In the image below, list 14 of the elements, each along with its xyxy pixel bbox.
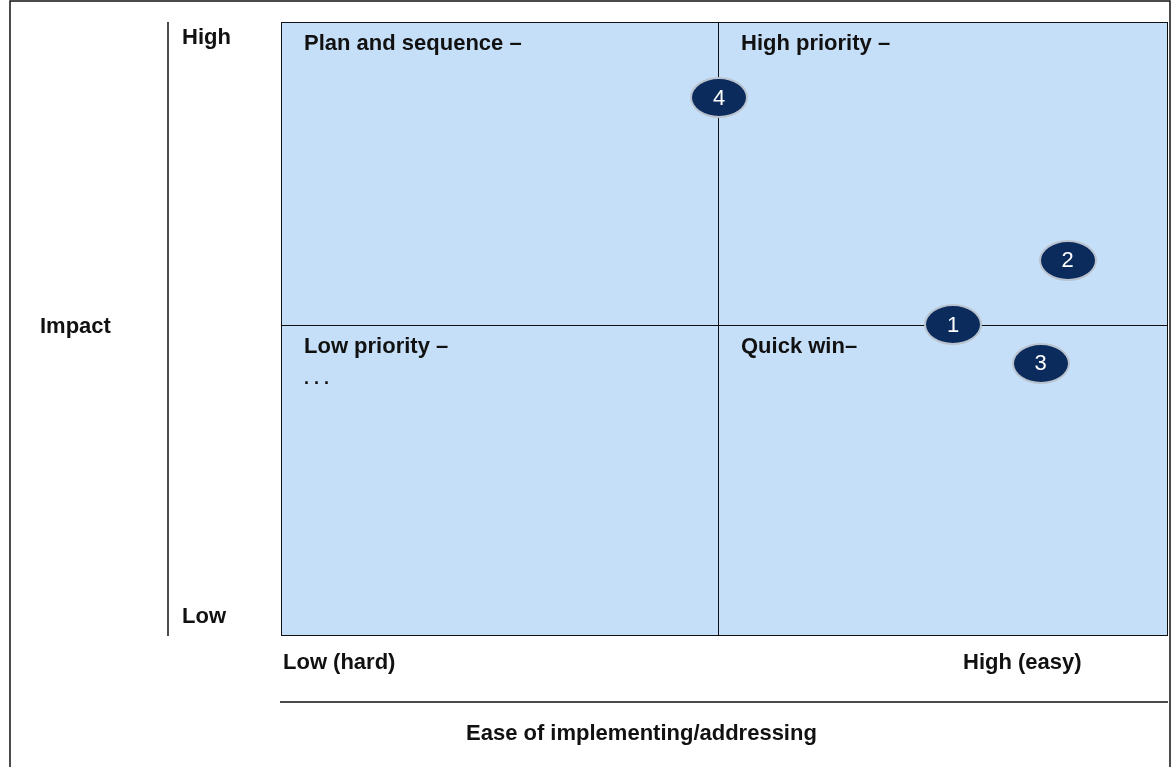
axis-title: Impact xyxy=(40,313,111,339)
quadrant-box xyxy=(281,325,719,636)
axis-tick-label: High xyxy=(182,24,231,50)
axis-title: Ease of implementing/addressing xyxy=(466,720,817,746)
axis-tick-label: Low (hard) xyxy=(283,649,396,675)
quadrant-title: High priority – xyxy=(741,30,891,56)
ellipsis-text: . . . xyxy=(304,368,329,389)
axis-tick-label: High (easy) xyxy=(963,649,1082,675)
numbered-circle: 3 xyxy=(1011,342,1070,384)
axis-tick-label: Low xyxy=(182,603,226,629)
quadrant-title: Low priority – xyxy=(304,333,449,359)
quadrant-title: Quick win– xyxy=(741,333,858,359)
numbered-circle: 2 xyxy=(1038,239,1097,281)
quadrant-title: Plan and sequence – xyxy=(304,30,522,56)
